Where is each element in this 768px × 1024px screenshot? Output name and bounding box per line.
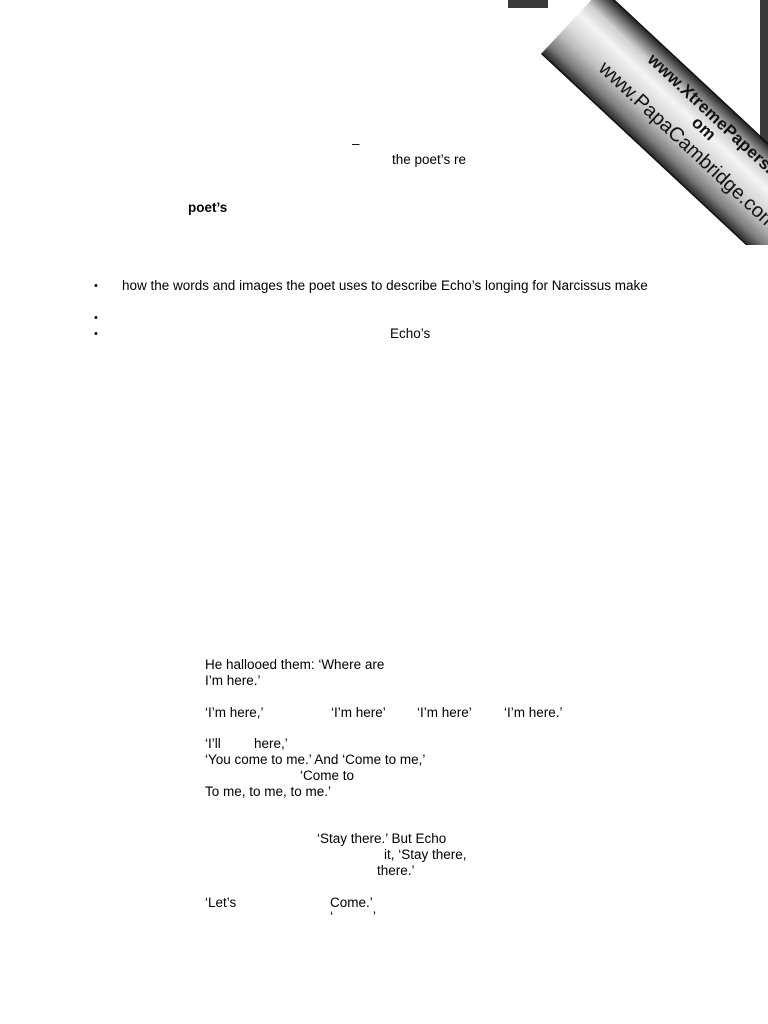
poem-line: ‘I’m here,’ [205, 705, 264, 720]
watermark-banner: www.XtremePapers.c om www.PapaCambridge.… [508, 0, 768, 245]
watermark-ribbon: www.XtremePapers.c om www.PapaCambridge.… [540, 0, 768, 245]
poem-line: He hallooed them: ‘Where are [205, 657, 385, 672]
poem-line: ‘You come to me.’ And ‘Come to me,’ [205, 752, 426, 767]
bullet-marker-1: • [94, 280, 98, 292]
poem-line: I’m here.’ [205, 673, 261, 688]
bullet-text-1: how the words and images the poet uses t… [122, 278, 648, 293]
banner-right-edge [760, 0, 768, 243]
bullet-marker-3: • [94, 328, 98, 340]
bullet-text-3: Echo’s [390, 326, 431, 341]
poem-line: ‘I’m here.’ [504, 705, 563, 720]
poem-line: ‘I’m here’ [331, 705, 386, 720]
poem-line: To me, to me, to me.’ [205, 784, 332, 799]
poem-line: there.’ [377, 863, 415, 878]
poem-line: ‘Let’s [205, 895, 237, 910]
poem-line: here,’ [254, 736, 288, 751]
poem-line: ‘ [330, 909, 333, 917]
header-dash: – [352, 136, 360, 151]
poem-line: Come.’ [330, 895, 373, 910]
poem-line: it, ‘Stay there, [384, 847, 467, 862]
header-bold-word: poet’s [188, 200, 228, 215]
poem-line: ‘I’ll [205, 736, 221, 751]
banner-top-edge [508, 0, 548, 8]
poem-line: ‘Come to [300, 768, 355, 783]
poem-line: ‘Stay there.’ But Echo [317, 831, 447, 846]
poem-line: ’ [373, 909, 376, 917]
bullet-marker-2: • [94, 312, 98, 324]
header-fragment: the poet’s re [392, 152, 467, 167]
poem-line: ‘I’m here’ [417, 705, 472, 720]
